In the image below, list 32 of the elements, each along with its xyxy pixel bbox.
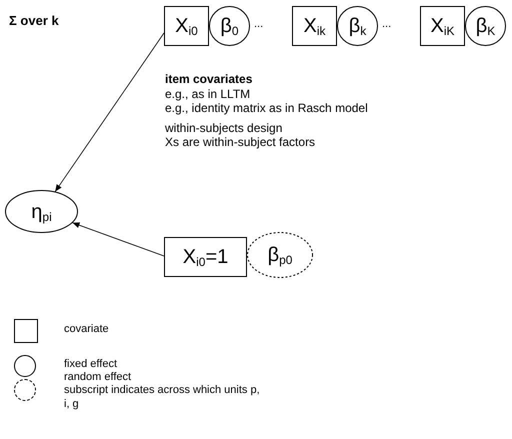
node-label: β$_{p0}$ — [268, 245, 292, 265]
random-effect-circle — [247, 232, 313, 278]
legend-note: subscript indicates across which units p, i, g — [64, 384, 260, 412]
node-label: X$_{ik}$ — [303, 16, 326, 36]
covariate-box — [292, 6, 337, 46]
arrow — [54, 32, 164, 192]
node-label: β$_{k}$ — [348, 16, 366, 36]
node-label: β$_{K}$ — [476, 16, 496, 36]
node-label: X$_{i0}$ — [175, 16, 198, 36]
note-text: e.g., identity matrix as in Rasch model — [165, 101, 368, 116]
covariate-box — [164, 6, 209, 46]
legend-label: fixed effect — [64, 358, 117, 372]
legend-label: random effect — [64, 371, 132, 385]
note-text: within-subjects design — [165, 121, 282, 136]
latent-ellipse — [5, 190, 78, 233]
note-text: Xs are within-subject factors — [165, 135, 316, 150]
covariate-box — [420, 6, 465, 46]
legend-label: covariate — [64, 323, 109, 337]
node-label: β$_{0}$ — [220, 16, 239, 36]
node-label: X$_{i0}$=1 — [182, 247, 228, 267]
fixed-effect-circle — [209, 6, 250, 46]
arrow — [72, 222, 164, 256]
ellipsis: ... — [382, 18, 392, 32]
node-label: η$_{pi}$ — [31, 202, 52, 222]
ellipsis: ... — [254, 18, 264, 32]
fixed-effect-circle — [337, 6, 378, 46]
covariate-box — [164, 237, 247, 277]
note-text: e.g., as in LLTM — [165, 87, 250, 102]
fixed-effect-circle — [465, 6, 506, 46]
note-heading: item covariates — [165, 72, 252, 87]
node-label: X$_{iK}$ — [430, 16, 454, 36]
sum-label: Σ over k — [9, 13, 59, 30]
